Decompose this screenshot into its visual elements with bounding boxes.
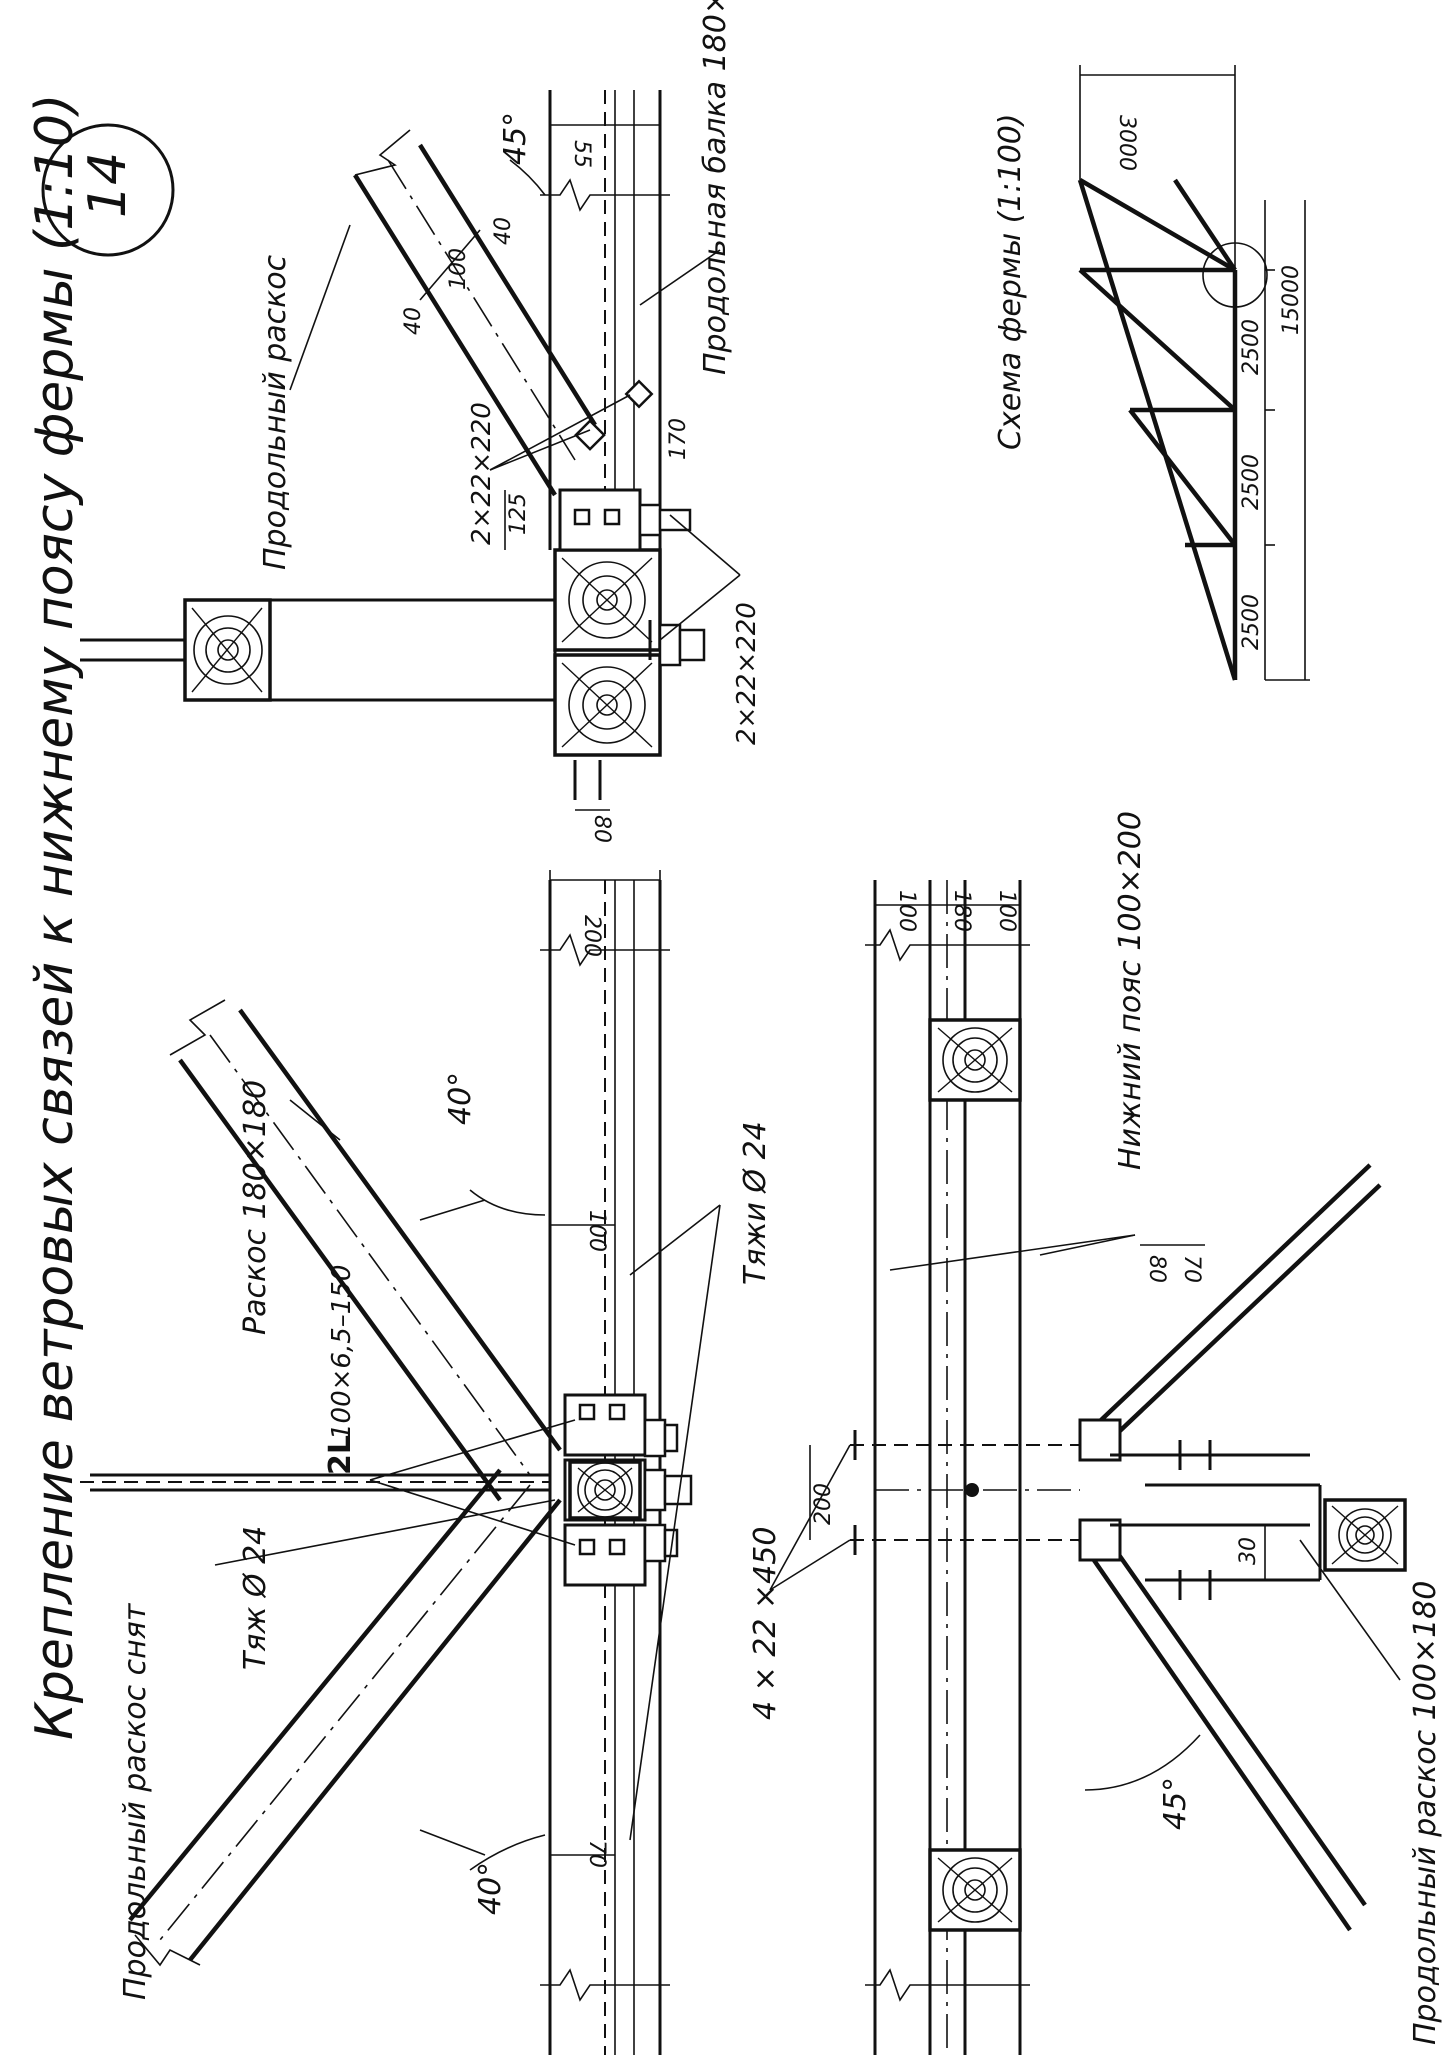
- dim-40-a: 40: [401, 307, 426, 335]
- dim-200-chord: 200: [579, 915, 604, 957]
- label-tie-rods: Тяжи Ø 24: [738, 1121, 773, 1285]
- dim-100-b: 100: [994, 890, 1019, 932]
- cross-section-log-brace: [1323, 1498, 1407, 1572]
- dim-70-plan: 70: [1179, 1255, 1204, 1283]
- dim-100-a: 100: [894, 890, 919, 932]
- label-longitudinal-beam: Продольная балка 180×100: [698, 0, 733, 375]
- dim-40-b: 40: [491, 217, 516, 245]
- dim-200-bolts: 200: [811, 1483, 836, 1525]
- dim-100-c: 100: [446, 248, 471, 290]
- dim-scheme-2500-b: 2500: [1239, 454, 1264, 510]
- label-truss-scheme: Схема фермы (1:100): [993, 113, 1028, 450]
- dim-70: 70: [584, 1840, 609, 1868]
- cross-section-log-chord-b: [553, 653, 662, 757]
- dim-angle-40-top: 40°: [443, 1072, 478, 1125]
- elevation-view: Продольный раскос снят Тяж Ø 24 Раскос 1…: [80, 870, 773, 2055]
- sheet-number-badge: 14: [41, 123, 175, 257]
- label-bolts-2a: 2×22×220: [467, 402, 497, 545]
- dim-30: 30: [1236, 1537, 1261, 1565]
- cross-section-log-plan-bottom: [928, 1848, 1022, 1932]
- dim-scheme-3000: 3000: [1114, 115, 1139, 171]
- plan-view: 4 × 22 ×450 Нижний пояс 100×200 Продольн…: [748, 811, 1443, 2055]
- dim-80-plan: 80: [1144, 1255, 1169, 1283]
- label-bolts-4: 4 × 22 ×450: [748, 1527, 783, 1720]
- section-view: Продольный раскос Продольная балка 180×1…: [80, 0, 762, 843]
- dim-180: 180: [949, 890, 974, 932]
- dim-scheme-2500-c: 2500: [1239, 594, 1264, 650]
- label-longitudinal-brace-removed: Продольный раскос снят: [118, 1602, 153, 2000]
- dim-170: 170: [666, 418, 691, 460]
- label-brace-180x180: Раскос 180×180: [238, 1080, 273, 1335]
- cross-section-log-chord-a: [553, 548, 662, 652]
- label-longitudinal-brace: Продольный раскос: [258, 254, 293, 570]
- dim-angle-45-plan: 45°: [1158, 1777, 1193, 1830]
- label-angles-prefix: 2L: [323, 1435, 358, 1475]
- truss-scheme: Схема фермы (1:100) 3000 2500 2500 2500 …: [993, 65, 1310, 681]
- sheet-number: 14: [78, 152, 138, 218]
- dim-125: 125: [506, 493, 531, 535]
- dim-80-section: 80: [589, 815, 614, 843]
- dim-angle-45-section: 45°: [498, 112, 533, 165]
- label-longitudinal-brace-100x180: Продольный раскос 100×180: [1408, 1581, 1443, 2045]
- dim-100: 100: [584, 1210, 609, 1252]
- cross-section-log-node: [568, 1460, 642, 1520]
- label-tie-rod: Тяж Ø 24: [238, 1526, 273, 1670]
- label-angles-spec: 100×6,5–150: [327, 1265, 357, 1440]
- dim-angle-40-bottom: 40°: [473, 1862, 508, 1915]
- dim-scheme-2500-a: 2500: [1239, 319, 1264, 375]
- label-bolts-2b: 2×22×220: [732, 602, 762, 745]
- cross-section-log-post: [183, 598, 272, 702]
- label-angles: 2L 100×6,5–150: [323, 1265, 358, 1475]
- dim-55: 55: [569, 140, 594, 168]
- label-bottom-chord: Нижний пояс 100×200: [1113, 811, 1148, 1170]
- cross-section-log-plan-top: [928, 1018, 1022, 1102]
- dim-scheme-15000: 15000: [1279, 265, 1304, 335]
- drawing-title: Крепление ветровых связей к нижнему пояс…: [25, 94, 85, 1740]
